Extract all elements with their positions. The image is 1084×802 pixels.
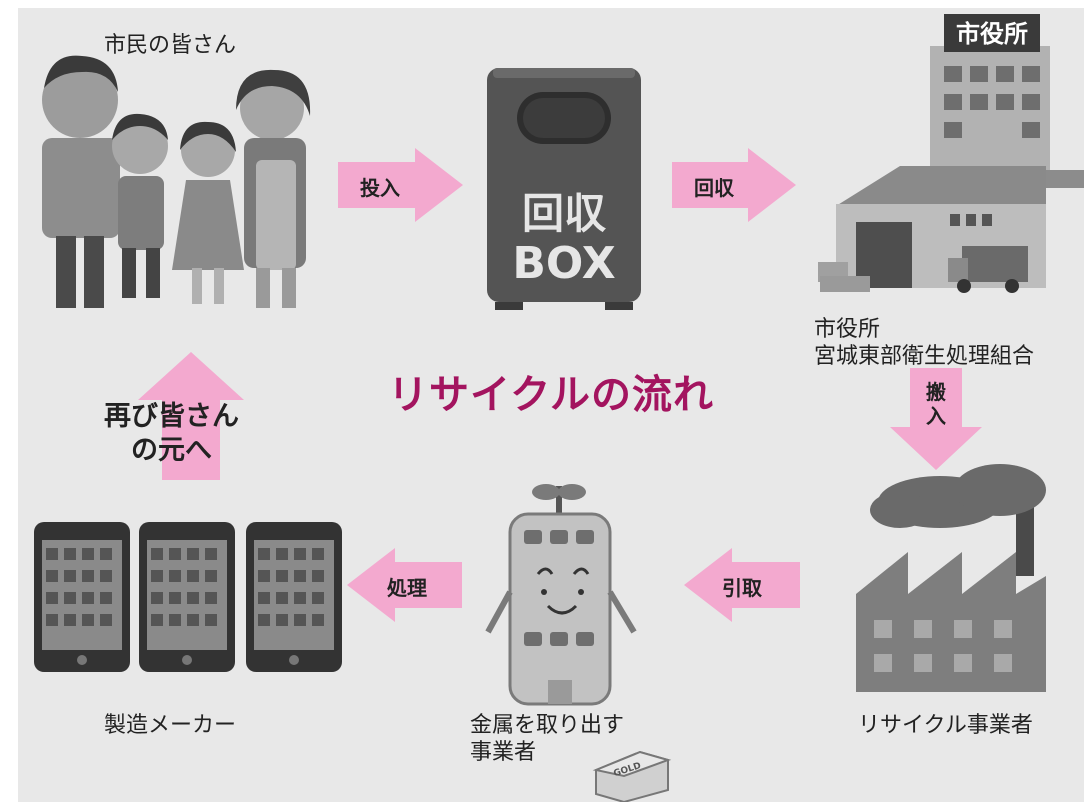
- smartphone: [139, 522, 235, 672]
- arrow-label-transport: 搬 入: [926, 380, 946, 428]
- arrow-label-take-over: 引取: [722, 576, 762, 600]
- gold-bar-illustration: [592, 750, 672, 802]
- label-city-office-line1: 市役所: [814, 317, 881, 342]
- label-metal-extractor: 金属を取り出す 事業者: [470, 712, 624, 766]
- city-hall-sign: 市役所: [956, 20, 1028, 48]
- label-city-office-line2: 宮城東部衛生処理組合: [814, 344, 1035, 369]
- label-manufacturer: 製造メーカー: [104, 713, 237, 738]
- label-metal-extractor-line1: 金属を取り出す: [470, 713, 625, 738]
- arrow-label-deposit: 投入: [360, 176, 400, 200]
- box-label-line2: BOX: [512, 238, 615, 289]
- building-mascot-illustration: [485, 484, 637, 706]
- smartphones-illustration: [34, 522, 342, 672]
- arrow-label-return-line2: の元へ: [131, 435, 212, 466]
- label-city-office: 市役所 宮城東部衛生処理組合: [814, 316, 1034, 370]
- label-metal-extractor-line2: 事業者: [470, 740, 537, 765]
- arrow-deposit: [338, 148, 463, 222]
- arrow-take-over: [684, 548, 800, 622]
- arrow-label-return-line1: 再び皆さん: [104, 401, 239, 432]
- city-hall-illustration: [818, 14, 1084, 293]
- arrow-process: [347, 548, 462, 622]
- smartphone: [246, 522, 342, 672]
- arrow-label-collect: 回収: [694, 176, 734, 200]
- arrow-label-process: 処理: [387, 576, 427, 600]
- arrow-collect: [672, 148, 796, 222]
- family-illustration: [42, 55, 311, 308]
- box-label-line1: 回収: [522, 189, 606, 238]
- collection-box-illustration: [487, 68, 641, 310]
- smartphone: [34, 522, 130, 672]
- arrow-transport: [890, 368, 982, 470]
- label-citizens: 市民の皆さん: [104, 33, 237, 58]
- arrow-label-return: 再び皆さん の元へ: [104, 400, 239, 468]
- arrow-return: [138, 352, 244, 480]
- label-recycler: リサイクル事業者: [858, 713, 1033, 738]
- diagram-title: リサイクルの流れ: [388, 372, 714, 418]
- arrow-label-transport-1: 搬: [926, 380, 946, 404]
- arrow-label-transport-2: 入: [926, 404, 946, 428]
- factory-illustration: [856, 464, 1046, 692]
